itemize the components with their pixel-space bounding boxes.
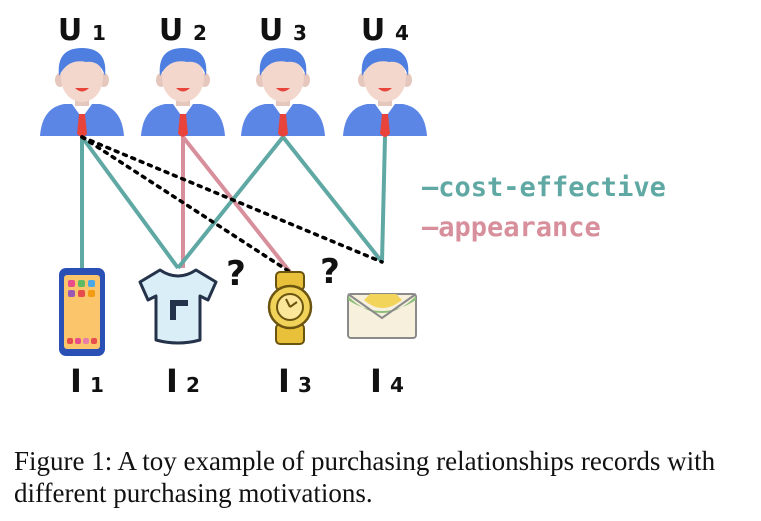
item-label-subscript: 3: [298, 373, 312, 397]
edge-u3-i4: [281, 135, 384, 264]
user-avatar-icon: [141, 48, 225, 138]
figure-caption: Figure 1: A toy example of purchasing re…: [14, 446, 716, 508]
legend-entry-2: —appearance: [422, 212, 601, 243]
envelope-icon: [347, 293, 417, 339]
item-label-subscript: 4: [390, 373, 404, 397]
legend-entry-1: —cost-effective: [422, 172, 666, 203]
item-label-subscript: 1: [90, 373, 104, 397]
edge-u1-i4-unknown: [80, 135, 384, 264]
item-label-subscript: 2: [186, 373, 200, 397]
edge-u1-i2: [80, 135, 180, 270]
tshirt-icon: [138, 268, 218, 345]
legend: —cost-effective —appearance: [422, 172, 666, 243]
user-label: U: [259, 13, 283, 48]
relationship-edges: ??: [80, 135, 387, 294]
edge-u4-i4: [380, 136, 387, 263]
user-label-subscript: 2: [193, 21, 207, 45]
user-label-subscript: 4: [395, 21, 409, 45]
item-label: I: [70, 362, 82, 400]
user-label-subscript: 3: [293, 21, 307, 45]
user-avatar-icon: [343, 48, 427, 138]
item-label: I: [278, 362, 290, 400]
user-label: U: [58, 13, 82, 48]
edge-u3-i2: [176, 135, 285, 270]
watch-icon: [267, 271, 313, 345]
user-label: U: [159, 13, 183, 48]
phone-icon: [59, 268, 105, 356]
user-avatar-icon: [40, 48, 124, 138]
edge-u1-i3-unknown: [80, 135, 292, 274]
user-avatar-icon: [241, 48, 325, 138]
question-mark-2: ?: [320, 252, 340, 292]
user-label: U: [361, 13, 385, 48]
item-label: I: [370, 362, 382, 400]
user-label-subscript: 1: [92, 21, 106, 45]
item-label: I: [166, 362, 178, 400]
edge-u2-i3: [181, 135, 292, 274]
question-mark-1: ?: [226, 254, 246, 294]
